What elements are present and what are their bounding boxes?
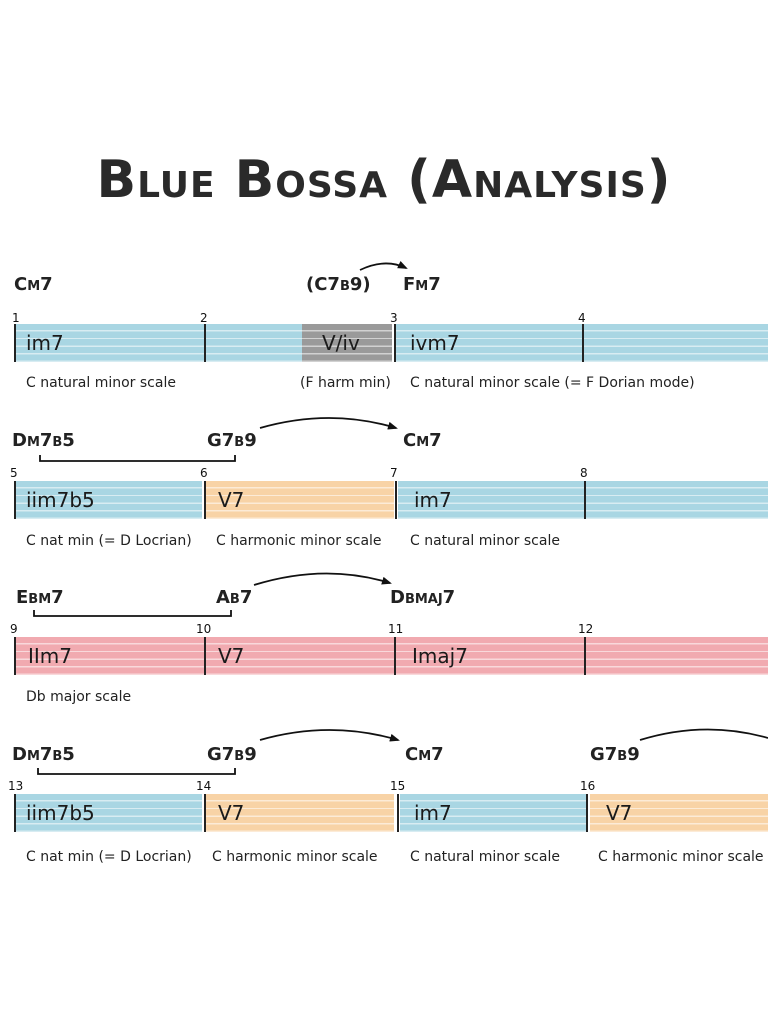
bar-number: 9 [10,622,18,636]
scale-label: C harmonic minor scale [212,849,378,865]
scale-label: C natural minor scale (= F Dorian mode) [410,375,695,391]
scale-label: C harmonic minor scale [598,849,764,865]
resolution-arrow [259,729,400,742]
function-region [206,481,394,519]
bar-number: 8 [580,466,588,480]
function-region [14,324,302,362]
roman-numeral: iim7b5 [26,801,95,825]
scale-label: C natural minor scale [410,533,560,549]
barline [586,794,588,832]
chord-symbol: Dbmaj7 [390,587,456,608]
resolution-arrow [359,260,408,271]
bar-number: 2 [200,311,208,325]
function-region [14,481,202,519]
roman-numeral: V7 [606,801,633,825]
bar-number: 15 [390,779,406,793]
staff [14,637,768,675]
barline [584,481,586,519]
scale-label: C natural minor scale [26,375,176,391]
barline [394,637,396,675]
resolution-arrow [639,728,768,741]
bar-number: 16 [580,779,596,793]
bar-number: 7 [390,466,398,480]
chord-symbol: Cm7 [403,430,442,451]
scale-label: C harmonic minor scale [216,533,382,549]
roman-numeral: V7 [218,488,245,512]
roman-numeral: im7 [26,331,64,355]
bar-number: 14 [196,779,212,793]
chord-symbol: G7b9 [207,744,257,765]
barline [14,324,16,362]
roman-numeral: V/iv [322,331,360,355]
bar-number: 6 [200,466,208,480]
roman-numeral: IIm7 [28,644,73,668]
barline [204,481,206,519]
chord-symbol: Cm7 [14,274,53,295]
barline [395,481,397,519]
scale-label: Db major scale [26,689,132,705]
roman-numeral: Imaj7 [412,644,468,668]
resolution-arrow [259,417,398,430]
chord-symbol: Fm7 [403,274,441,295]
function-region [14,794,202,832]
chord-symbol: (C7b9) [306,274,371,295]
resolution-arrow [253,572,392,586]
roman-numeral: im7 [414,488,452,512]
chord-symbol: Cm7 [405,744,444,765]
function-region [14,637,768,675]
roman-numeral: iim7b5 [26,488,95,512]
page-title: Blue Bossa (Analysis) [96,150,672,210]
ii-v-bracket [37,768,236,775]
barline [204,794,206,832]
roman-numeral: V7 [218,644,245,668]
scale-label: (F harm min) [300,375,391,391]
bar-number: 10 [196,622,212,636]
barline [582,324,584,362]
bar-number: 1 [12,311,20,325]
roman-numeral: ivm7 [410,331,460,355]
function-region [400,794,586,832]
barline [394,324,396,362]
bar-number: 4 [578,311,586,325]
scale-label: C nat min (= D Locrian) [26,849,192,865]
bar-number: 11 [388,622,404,636]
chord-symbol: G7b9 [590,744,640,765]
roman-numeral: V7 [218,801,245,825]
chord-symbol: Ab7 [216,587,253,608]
barline [204,324,206,362]
barline [204,637,206,675]
barline [584,637,586,675]
bar-number: 13 [8,779,24,793]
chord-symbol: Dm7b5 [12,744,75,765]
function-region [206,794,394,832]
barline [14,481,16,519]
bar-number: 3 [390,311,398,325]
function-region [398,481,768,519]
chord-symbol: Ebm7 [16,587,64,608]
barline [14,637,16,675]
bar-number: 5 [10,466,18,480]
barline [397,794,399,832]
function-region [302,324,392,362]
staff [14,481,768,519]
scale-label: C natural minor scale [410,849,560,865]
ii-v-bracket [33,610,232,617]
chord-symbol: G7b9 [207,430,257,451]
ii-v-bracket [39,455,236,462]
scale-label: C nat min (= D Locrian) [26,533,192,549]
staff [14,794,768,832]
function-region [590,794,768,832]
barline [14,794,16,832]
chord-symbol: Dm7b5 [12,430,75,451]
roman-numeral: im7 [414,801,452,825]
bar-number: 12 [578,622,594,636]
